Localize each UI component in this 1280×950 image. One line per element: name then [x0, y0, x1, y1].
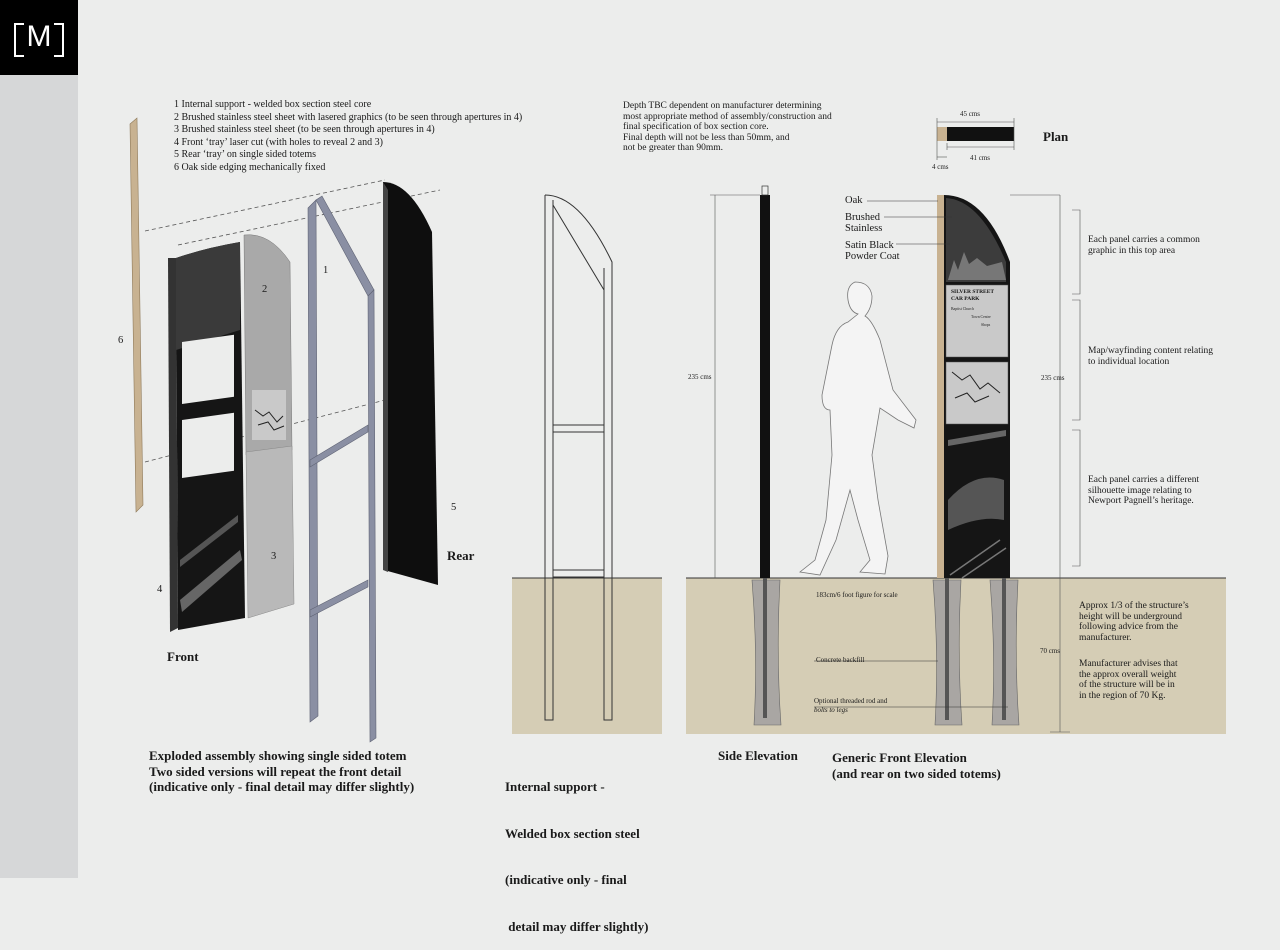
rod-note: Optional threaded rod and bolts to legs: [814, 697, 888, 714]
caption-line: Welded box section steel: [505, 825, 640, 841]
human-figure: [799, 281, 917, 576]
stainless-sheet-graphics: [243, 234, 293, 456]
stainless-sheet-plain: [245, 445, 295, 619]
caption-line: (indicative only - final detail may diff…: [149, 779, 415, 794]
note-line: most appropriate method of assembly/cons…: [623, 111, 832, 122]
height-dimension-side: [710, 194, 760, 578]
note-line: final specification of box section core.: [623, 122, 769, 132]
brand-logo[interactable]: M: [0, 0, 78, 75]
note-top-area: Each panel carries a common graphic in t…: [1088, 235, 1200, 256]
side-elevation-caption: Side Elevation: [718, 748, 798, 763]
part-number-1: 1: [323, 265, 329, 276]
caption-line: (indicative only - final: [505, 872, 627, 887]
side-height-label: 235 cms: [688, 373, 712, 381]
front-elevation-caption: Generic Front Elevation (and rear on two…: [832, 750, 1001, 781]
part-number-5: 5: [451, 502, 457, 513]
internal-support-frame: [512, 194, 662, 734]
figure-scale-note: 183cm/6 foot figure for scale: [816, 591, 898, 599]
note-line: Depth TBC dependent on manufacturer dete…: [623, 101, 822, 111]
plan-dim-41: 41 cms: [970, 154, 991, 162]
plan-dim-4: 4 cms: [932, 163, 949, 171]
logo-bracket-left: [14, 23, 24, 57]
front-elevation-dimensions: [1010, 194, 1081, 733]
material-leaders: [814, 200, 1008, 708]
parts-list-item: 1 Internal support - welded box section …: [174, 99, 372, 110]
note-weight: Manufacturer advises that the approx ove…: [1079, 659, 1178, 701]
material-oak: Oak: [845, 195, 863, 206]
sign-title: SILVER STREET CAR PARK: [951, 289, 995, 302]
underground-depth-label: 70 cms: [1040, 647, 1061, 655]
front-height-label: 235 cms: [1041, 374, 1065, 382]
side-elevation-post: [751, 185, 782, 726]
note-underground: Approx 1/3 of the structure’s height wil…: [1079, 601, 1189, 643]
exploded-caption: Exploded assembly showing single sided t…: [149, 748, 414, 795]
front-tray-panel: [168, 242, 245, 632]
steel-frame: [307, 195, 377, 743]
rear-label: Rear: [447, 548, 475, 563]
technical-drawing: [129, 117, 1226, 743]
parts-list-item: 3 Brushed stainless steel sheet (to be s…: [174, 124, 435, 136]
internal-support-caption: Internal support - Welded box section st…: [505, 748, 648, 950]
caption-line: Two sided versions will repeat the front…: [149, 763, 402, 779]
material-brushed: Brushed Stainless: [845, 212, 883, 234]
part-number-3: 3: [271, 551, 277, 562]
sidebar: [0, 0, 78, 878]
note-line: not be greater than 90mm.: [623, 143, 723, 153]
logo-bracket-right: [54, 23, 64, 57]
parts-list-item: 5 Rear ‘tray’ on single sided totems: [174, 149, 317, 161]
parts-list-item: 2 Brushed stainless steel sheet with las…: [174, 111, 523, 123]
plan-view: [936, 118, 1015, 160]
sign-items: Baptist Church Town Centre Shops: [951, 307, 991, 327]
part-number-6: 6: [118, 335, 124, 346]
parts-list: 1 Internal support - welded box section …: [174, 99, 522, 175]
note-map-area: Map/wayfinding content relating to indiv…: [1088, 346, 1214, 367]
caption-line: detail may differ slightly): [505, 918, 649, 934]
front-label: Front: [167, 649, 199, 664]
logo-letter: M: [26, 20, 52, 53]
plan-title: Plan: [1043, 129, 1069, 144]
caption-line: Internal support -: [505, 779, 605, 794]
plan-dim-45: 45 cms: [960, 110, 981, 118]
note-line: Final depth will not be less than 50mm, …: [623, 132, 790, 143]
caption-line: Exploded assembly showing single sided t…: [149, 748, 407, 763]
part-number-4: 4: [157, 584, 163, 595]
oak-side-edging: [129, 117, 144, 513]
note-bottom-area: Each panel carries a different silhouett…: [1088, 475, 1200, 506]
material-satin: Satin Black Powder Coat: [845, 240, 900, 262]
depth-note: Depth TBC dependent on manufacturer dete…: [623, 101, 832, 154]
concrete-note: Concrete backfill: [816, 656, 865, 664]
part-number-2: 2: [262, 284, 268, 295]
front-elevation-totem: [932, 195, 1020, 726]
rear-tray-panel: [383, 182, 438, 585]
parts-list-item: 6 Oak side edging mechanically fixed: [174, 161, 326, 173]
parts-list-item: 4 Front ‘tray’ laser cut (with holes to …: [174, 136, 383, 148]
